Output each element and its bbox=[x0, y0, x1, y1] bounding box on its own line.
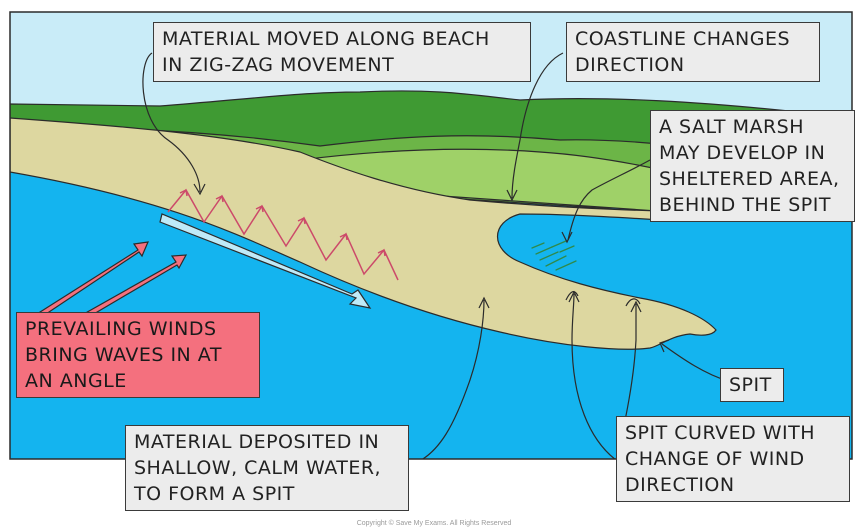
label-prevailing-winds: PREVAILING WINDS BRING WAVES IN AT AN AN… bbox=[16, 312, 260, 398]
zig-zag-swash-arrows bbox=[167, 188, 399, 281]
beach-and-spit bbox=[10, 117, 852, 350]
label-salt-marsh: A SALT MARSH MAY DEVELOP IN SHELTERED AR… bbox=[650, 110, 855, 222]
label-material-moved: MATERIAL MOVED ALONG BEACH IN ZIG-ZAG MO… bbox=[153, 22, 531, 82]
longshore-drift-arrow bbox=[159, 213, 372, 309]
pointer-arrowheads bbox=[193, 183, 670, 353]
sheltered-water bbox=[503, 221, 852, 272]
diagram-frame bbox=[9, 11, 853, 460]
label-spit-curved: SPIT CURVED WITH CHANGE OF WIND DIRECTIO… bbox=[616, 416, 850, 502]
copyright-notice: Copyright © Save My Exams. All Rights Re… bbox=[356, 520, 512, 527]
label-material-deposited: MATERIAL DEPOSITED IN SHALLOW, CALM WATE… bbox=[125, 425, 409, 511]
label-coastline-changes: COASTLINE CHANGES DIRECTION bbox=[566, 22, 820, 82]
salt-marsh-marks bbox=[531, 240, 577, 271]
label-spit: SPIT bbox=[720, 368, 784, 402]
spit-hooks bbox=[565, 291, 641, 307]
